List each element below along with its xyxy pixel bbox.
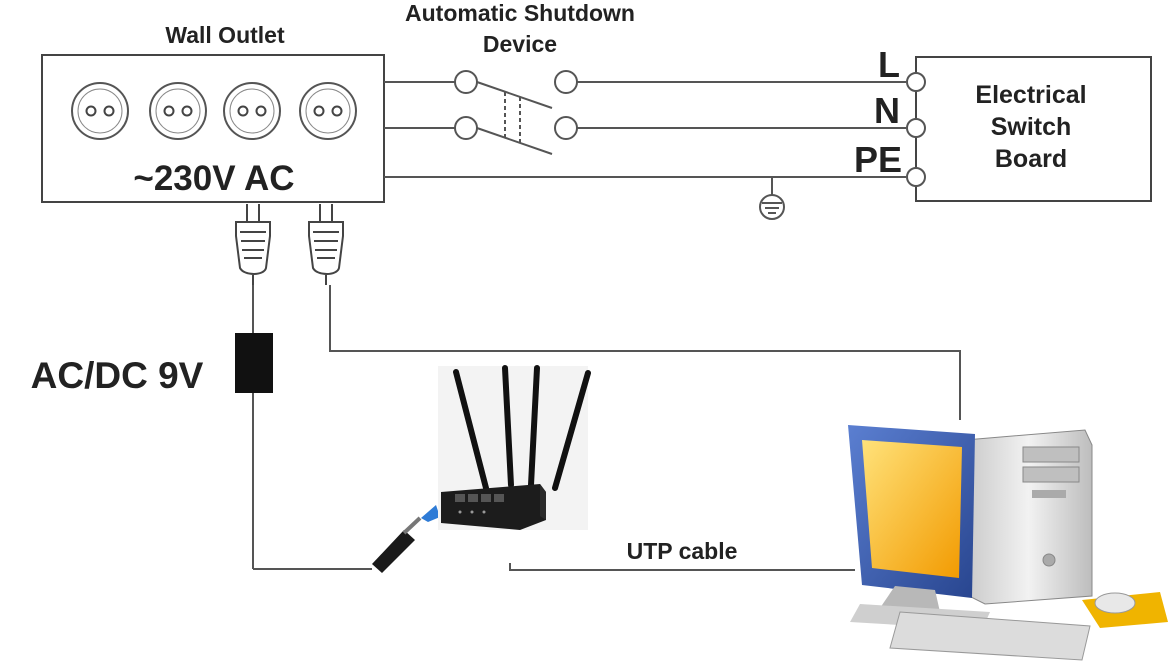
dc-jack-icon — [372, 505, 440, 573]
socket-icon — [71, 82, 129, 140]
utp-cable-label: UTP cable — [627, 538, 738, 564]
board-label-line2: Switch — [991, 113, 1072, 141]
shutdown-label-line1: Automatic Shutdown — [405, 0, 635, 26]
voltage-label: ~230V AC — [133, 159, 294, 198]
wires — [384, 81, 906, 178]
plug-icon — [308, 204, 344, 285]
shutdown-label-line2: Device — [483, 31, 557, 57]
electrical-switch-board: Electrical Switch Board — [915, 56, 1152, 202]
automatic-shutdown-device — [454, 70, 578, 155]
terminal-n-label: N — [874, 90, 900, 131]
plug-icon — [235, 204, 271, 285]
router-icon — [438, 365, 591, 530]
wall-outlet-label: Wall Outlet — [165, 22, 285, 48]
terminals — [906, 72, 926, 187]
terminal-pe-label: PE — [854, 139, 902, 180]
computer-icon — [848, 425, 1168, 661]
socket-icon — [299, 82, 357, 140]
terminal-l-label: L — [878, 44, 900, 85]
wall-outlet: ~230V AC — [41, 54, 385, 203]
adapter-icon — [235, 333, 273, 393]
board-label-line3: Board — [995, 145, 1067, 173]
socket-icon — [223, 82, 281, 140]
power-cables — [252, 285, 961, 571]
socket-icon — [149, 82, 207, 140]
adapter-label: AC/DC 9V — [31, 355, 204, 396]
board-label-line1: Electrical — [975, 81, 1086, 109]
ground-icon — [759, 177, 785, 220]
